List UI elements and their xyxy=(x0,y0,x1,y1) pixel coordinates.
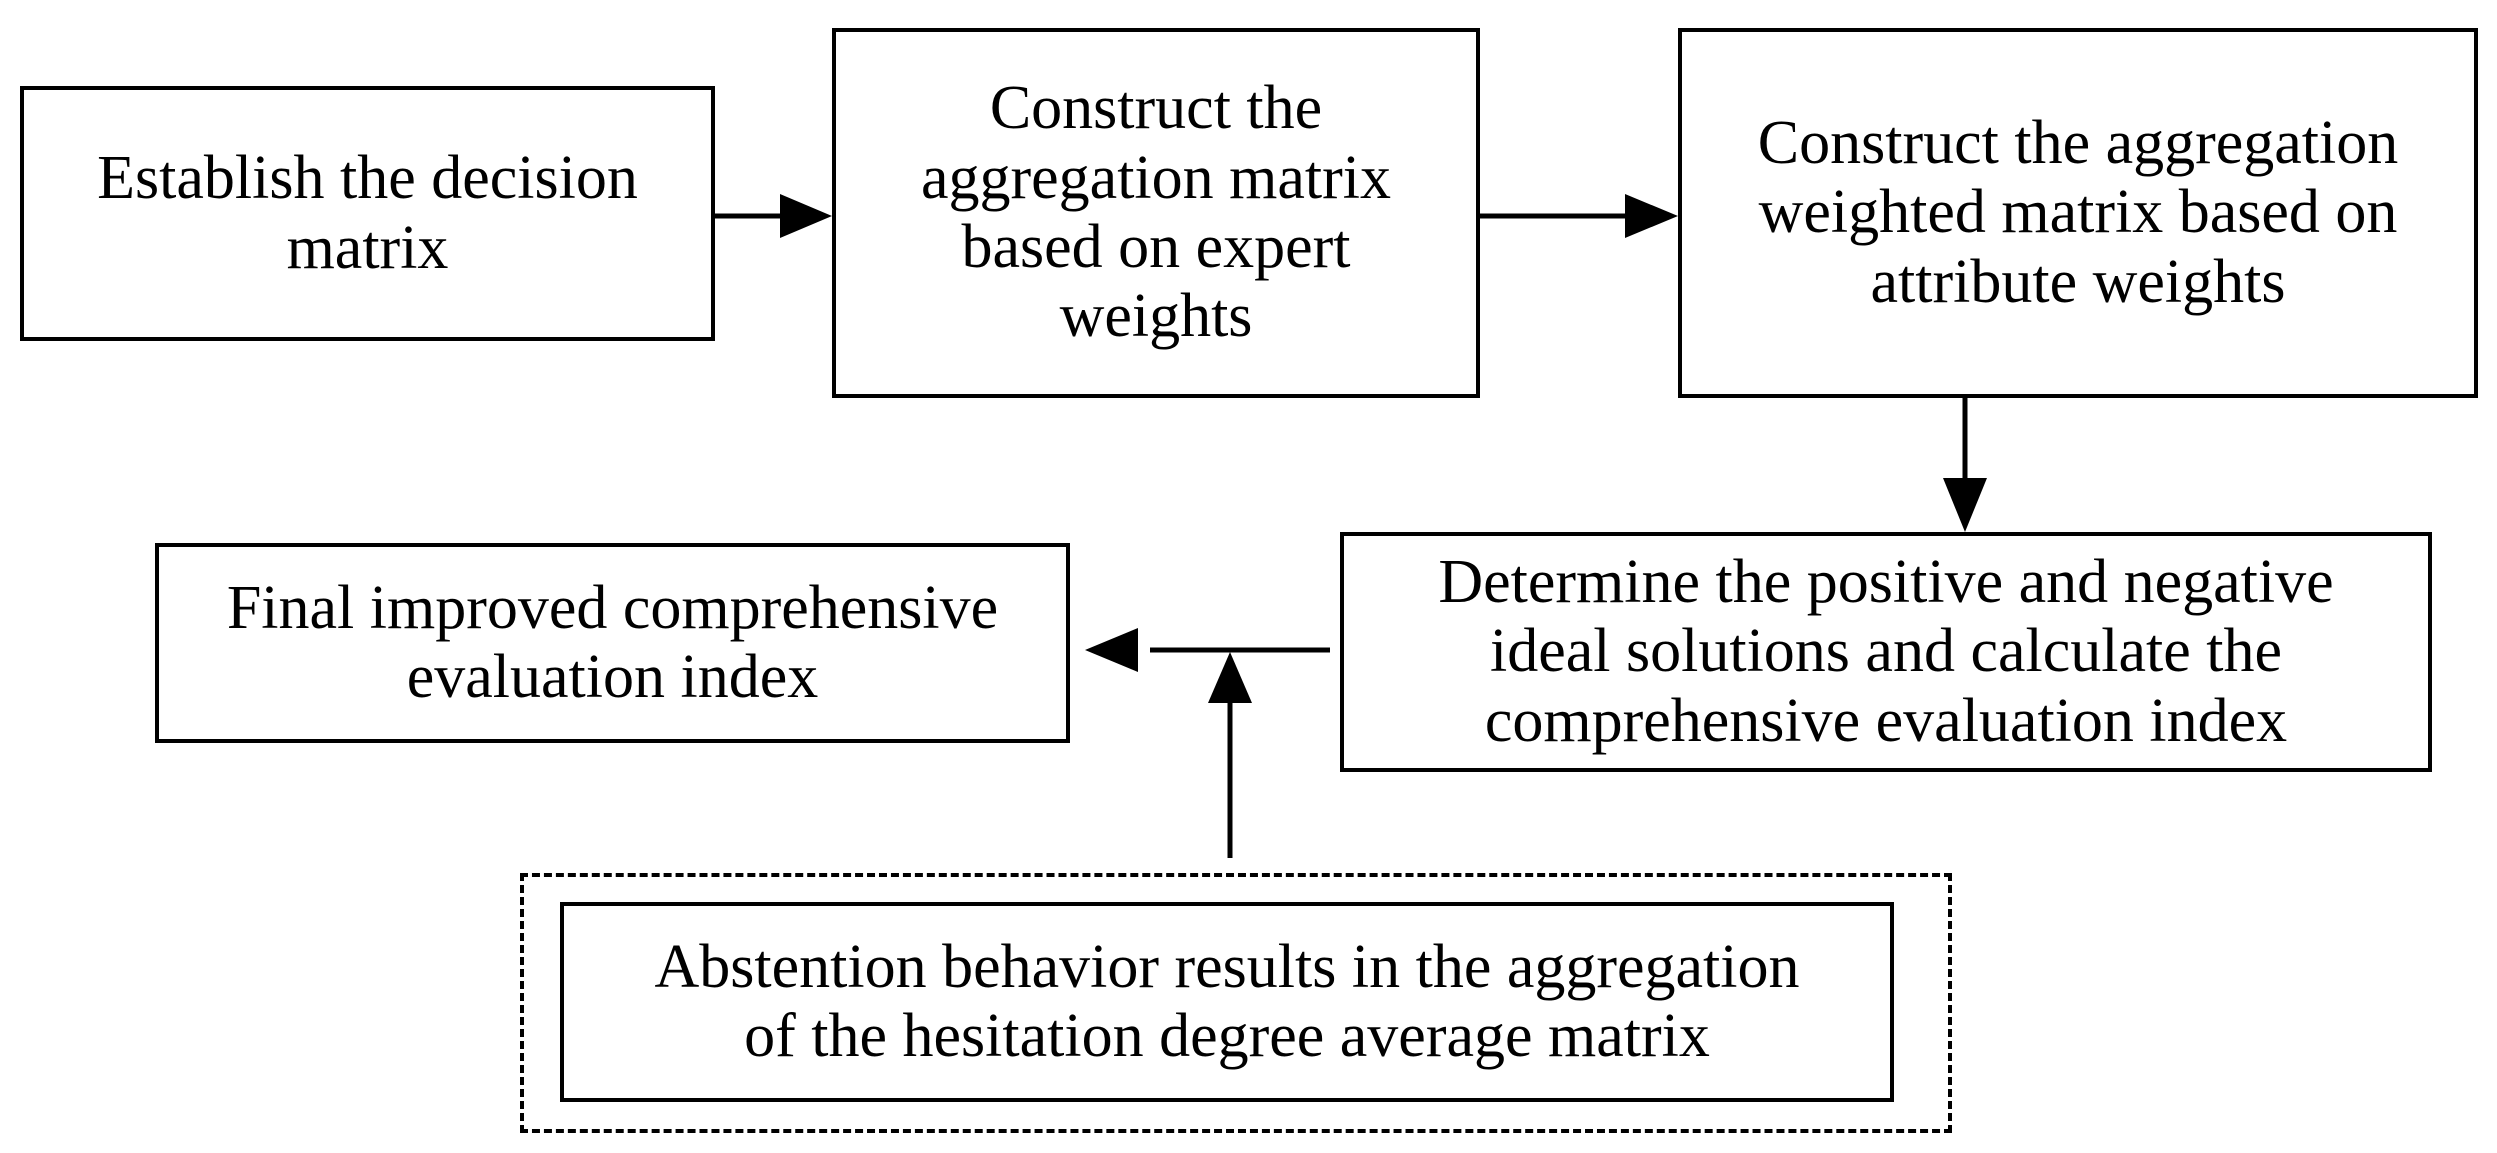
abstention-dashed-frame xyxy=(520,873,1952,1133)
node-text-line: aggregation matrix xyxy=(921,143,1391,212)
node-text-line: based on expert xyxy=(961,213,1351,281)
node-determine-ideal-solutions: Determine the positive and negative idea… xyxy=(1340,532,2432,772)
arrow-establish-to-aggregation xyxy=(715,194,832,238)
node-text-line: weights xyxy=(1059,282,1253,351)
node-construct-aggregation-matrix: Construct the aggregation matrix based o… xyxy=(832,28,1480,398)
node-text-line: matrix xyxy=(286,213,449,282)
node-text-line: Establish the decision xyxy=(97,144,638,213)
arrow-abstention-to-junction xyxy=(1208,652,1252,858)
node-text-line: Abstention behavior results in the aggre… xyxy=(654,932,1800,1001)
node-text-line: Final improved comprehensive xyxy=(226,573,999,642)
arrow-aggregation-to-weighted xyxy=(1480,194,1678,238)
node-text-line: of the hesitation degree average matrix xyxy=(744,1002,1710,1070)
node-text-line: ideal solutions and calculate the xyxy=(1490,617,2282,686)
node-final-evaluation-index: Final improved comprehensive evaluation … xyxy=(155,543,1070,743)
node-text-line: Construct the xyxy=(989,74,1323,143)
arrow-determine-to-final xyxy=(1085,628,1330,672)
arrow-weighted-to-determine xyxy=(1943,398,1987,532)
node-text-line: evaluation index xyxy=(406,643,819,711)
node-establish-decision-matrix: Establish the decision matrix xyxy=(20,86,715,341)
node-abstention-behavior: Abstention behavior results in the aggre… xyxy=(560,902,1894,1102)
node-text-line: Construct the aggregation xyxy=(1757,108,2399,177)
node-construct-weighted-matrix: Construct the aggregation weighted matri… xyxy=(1678,28,2478,398)
node-text-line: attribute weights xyxy=(1870,247,2286,316)
node-text-line: weighted matrix based on xyxy=(1758,178,2398,247)
node-text-line: comprehensive evaluation index xyxy=(1484,686,2288,755)
node-text-line: Determine the positive and negative xyxy=(1438,547,2334,616)
